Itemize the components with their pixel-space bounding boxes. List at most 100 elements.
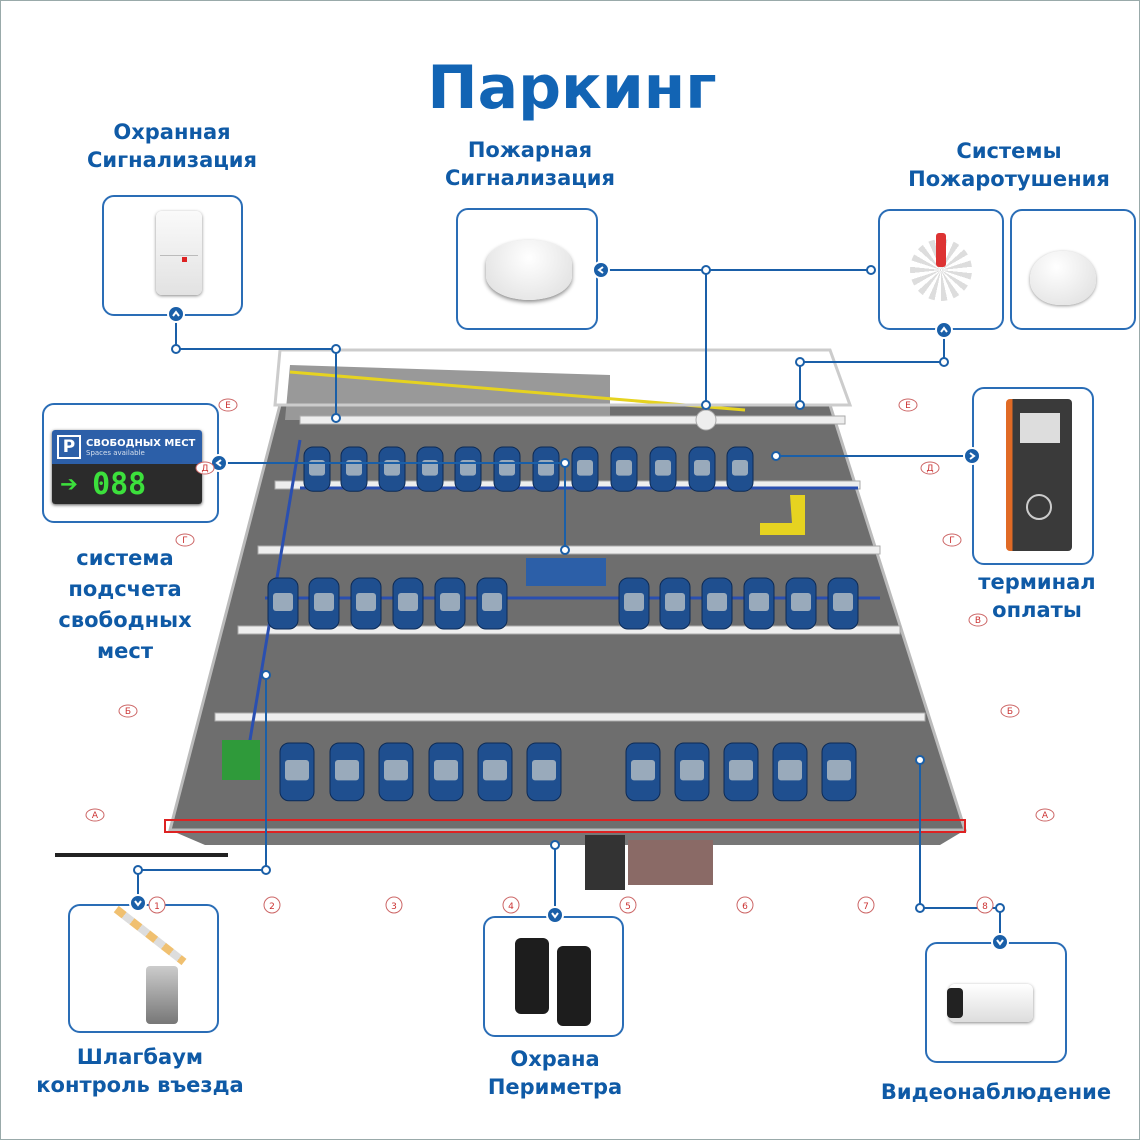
label-line: контроль въезда — [36, 1073, 244, 1098]
label-line: Пожаротушения — [908, 167, 1110, 192]
car-windshield — [624, 593, 644, 611]
axis-marker — [175, 533, 195, 547]
axis-number: 6 — [742, 902, 748, 912]
sprinkler-icon — [910, 233, 972, 301]
axis-marker — [218, 398, 238, 412]
axis-number: 1 — [154, 902, 160, 912]
car-windshield — [827, 760, 851, 781]
car-windshield — [532, 760, 556, 781]
connector-node — [795, 400, 805, 410]
connector-line — [175, 322, 337, 418]
connector-node — [261, 670, 271, 680]
label-line: система — [76, 546, 174, 570]
label-line: Периметра — [487, 1075, 623, 1100]
car-windshield — [665, 593, 685, 611]
label-line: терминал — [978, 570, 1096, 594]
axis-number: 7 — [863, 902, 869, 912]
beam — [299, 415, 846, 425]
connector-node — [550, 840, 560, 850]
car-windshield — [434, 760, 458, 781]
car-windshield — [314, 593, 334, 611]
car-windshield — [791, 593, 811, 611]
chevron-glyph — [940, 326, 948, 333]
axis-marker — [898, 398, 918, 412]
perimeter-box — [483, 916, 624, 1037]
connector-node — [560, 545, 570, 555]
ir-beam-sensor-icon — [515, 938, 549, 1014]
car-windshield — [680, 760, 704, 781]
axis-letter: Д — [201, 464, 208, 474]
chevron-left-icon — [592, 261, 610, 279]
car-windshield — [707, 593, 727, 611]
label-barrier: Шлагбаум контроль въезда — [36, 1043, 243, 1100]
smoke-detector-marker — [695, 409, 717, 431]
axis-number: 4 — [508, 902, 514, 912]
car-windshield — [384, 760, 408, 781]
axis-letter: Е — [905, 401, 911, 411]
connector-node — [939, 357, 949, 367]
suppression-module-box — [1010, 209, 1136, 330]
axis-marker — [195, 461, 215, 475]
label-line: Охрана — [510, 1047, 600, 1071]
label-line: Пожарная — [467, 138, 593, 162]
connector-node — [995, 903, 1005, 913]
connector-line — [137, 675, 267, 897]
axis-marker — [857, 896, 875, 914]
chevron-glyph — [134, 900, 142, 907]
parking-icon: P — [57, 435, 81, 459]
car-windshield — [732, 460, 748, 476]
car-windshield — [398, 593, 418, 611]
beam — [214, 712, 926, 722]
label-line: Охранная — [113, 120, 231, 144]
chevron-up-icon — [167, 305, 185, 323]
fire-suppression-module-icon — [1030, 251, 1096, 305]
connector-line — [799, 338, 945, 405]
connector-node — [701, 400, 711, 410]
camera-box — [925, 942, 1067, 1063]
axis-marker — [385, 896, 403, 914]
chevron-glyph — [969, 452, 976, 460]
smoke-detector-box — [456, 208, 598, 330]
axis-letter: Д — [926, 464, 933, 474]
connector-node — [795, 357, 805, 367]
label-space-counter: система подсчета свободных мест — [58, 543, 191, 667]
connector-node — [331, 413, 341, 423]
car-windshield — [616, 460, 632, 476]
axis-marker — [118, 704, 138, 718]
axis-marker — [942, 533, 962, 547]
connector-node — [701, 265, 711, 275]
ir-beam-sensor-icon — [557, 946, 591, 1026]
entrance-ramp — [585, 835, 625, 890]
car-windshield — [440, 593, 460, 611]
axis-letter: Е — [225, 401, 231, 411]
axis-marker — [85, 808, 105, 822]
axis-number: 3 — [391, 902, 397, 912]
perimeter-beam-line — [164, 819, 966, 833]
axis-marker — [976, 896, 994, 914]
axis-marker — [148, 896, 166, 914]
arrow-right-icon: ➔ — [60, 466, 79, 502]
label-fire-suppression: Системы Пожаротушения — [908, 137, 1110, 194]
connector-node — [261, 865, 271, 875]
car-windshield — [482, 593, 502, 611]
payment-terminal-icon — [1006, 399, 1072, 551]
smoke-detector-icon — [486, 240, 572, 300]
connector-node — [771, 451, 781, 461]
payment-terminal-box — [972, 387, 1094, 565]
axis-letter: Г — [949, 536, 955, 546]
car-windshield — [356, 593, 376, 611]
car-windshield — [631, 760, 655, 781]
ramp — [285, 365, 610, 420]
floor-edge — [170, 830, 965, 845]
label-security-alarm: Охранная Сигнализация — [87, 118, 257, 175]
connector-node — [133, 865, 143, 875]
label-line: мест — [96, 639, 154, 663]
chevron-glyph — [597, 266, 604, 274]
chevron-down-icon — [546, 906, 564, 924]
axis-marker — [1000, 704, 1020, 718]
axis-number: 5 — [625, 902, 631, 912]
axis-number: 2 — [269, 902, 275, 912]
connector-node — [915, 755, 925, 765]
